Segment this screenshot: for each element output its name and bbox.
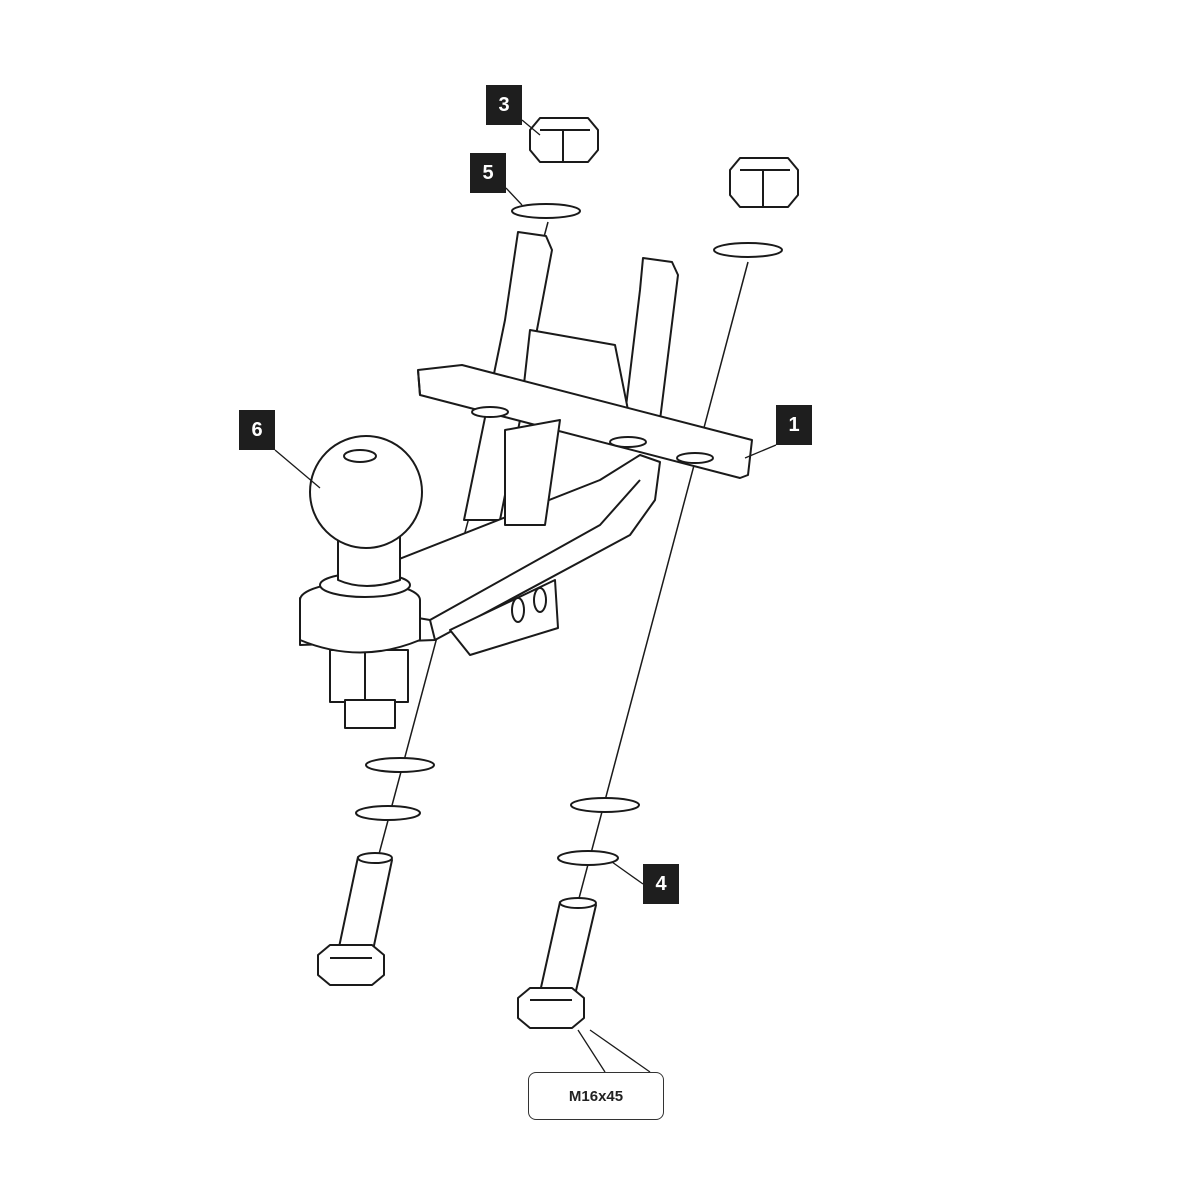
flange-plate xyxy=(417,364,753,479)
top-right-washer xyxy=(713,242,783,258)
bottom-left-bolt xyxy=(317,852,393,986)
bottom-right-bolt xyxy=(517,897,597,1029)
callout-part-5: 5 xyxy=(470,153,506,193)
callout-part-1: 1 xyxy=(776,405,812,445)
bottom-left-washer-1 xyxy=(365,757,435,773)
callout-part-3: 3 xyxy=(486,85,522,125)
leader-lines xyxy=(274,119,777,1073)
right-bolt-axis xyxy=(551,261,749,1001)
top-left-nut xyxy=(529,117,599,163)
callout-part-4: 4 xyxy=(643,864,679,904)
bottom-left-washer-2 xyxy=(355,805,421,821)
top-left-washer xyxy=(511,203,581,219)
bottom-right-washer-2 xyxy=(557,850,619,866)
callout-part-6: 6 xyxy=(239,410,275,450)
top-right-nut xyxy=(729,157,799,208)
bottom-right-washer-1 xyxy=(570,797,640,813)
tow-ball xyxy=(299,435,423,729)
bolt-spec-label: M16x45 xyxy=(528,1072,664,1120)
